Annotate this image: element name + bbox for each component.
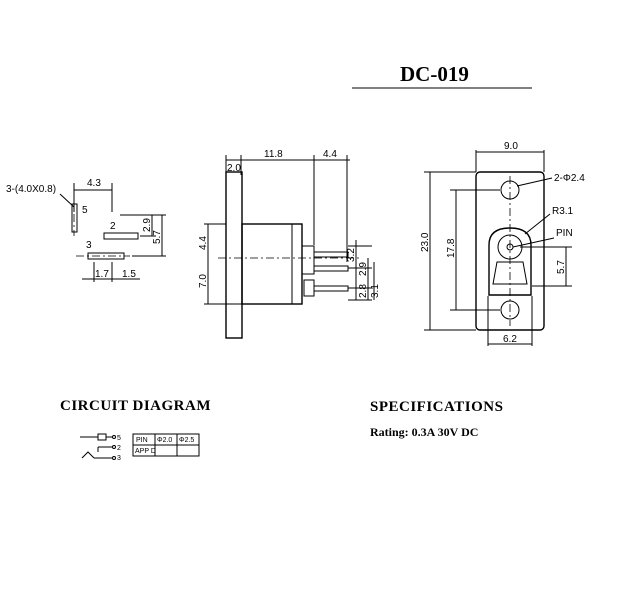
front-plate xyxy=(475,171,545,331)
dim-1-5: 1.5 xyxy=(122,269,136,280)
pin-5-shape xyxy=(71,203,78,233)
specs-heading: SPECIFICATIONS xyxy=(370,399,503,415)
circuit-heading: CIRCUIT DIAGRAM xyxy=(60,398,211,414)
dim-17-8: 17.8 xyxy=(446,238,457,258)
side-pin-mid xyxy=(313,265,349,272)
dim-9-0: 9.0 xyxy=(504,141,518,152)
dim-2-8: 2.8 xyxy=(358,284,369,298)
dim-1-7: 1.7 xyxy=(95,269,109,280)
circuit-pin-5: 5 xyxy=(117,435,121,442)
pin-size-note: 3-(4.0X0.8) xyxy=(6,184,56,195)
dim-2-9-side: 2.9 xyxy=(358,262,369,276)
circuit-diagram: CIRCUIT DIAGRAM 5 2 3 PIN Φ2.0 Φ2.5 APP … xyxy=(60,398,211,462)
dim-23-0: 23.0 xyxy=(420,232,431,252)
pin-label-5: 5 xyxy=(82,205,88,216)
dim-4-4-top: 4.4 xyxy=(323,149,337,160)
pin-label-2: 2 xyxy=(110,221,116,232)
side-view: 2.0 11.8 4.4 4.4 7.0 3.2 2.9 2.8 3.1 xyxy=(198,149,381,339)
table-cell-d25: Φ2.5 xyxy=(179,437,194,444)
table-cell-d20: Φ2.0 xyxy=(157,437,172,444)
table-cell-app: APP D xyxy=(135,448,156,455)
dim-2-9-left: 2.9 xyxy=(142,218,153,232)
dim-5-7-front: 5.7 xyxy=(556,260,567,274)
specifications: SPECIFICATIONS Rating: 0.3A 30V DC xyxy=(370,399,503,439)
pin-2-shape xyxy=(103,232,139,240)
dim-4-4-side: 4.4 xyxy=(198,236,209,250)
dim-3-1: 3.1 xyxy=(370,284,381,298)
side-body xyxy=(241,223,303,305)
radius-callout: R3.1 xyxy=(552,206,574,217)
pin-label-3: 3 xyxy=(86,240,92,251)
dim-4-3: 4.3 xyxy=(87,178,101,189)
pin-layout-view: 3-(4.0X0.8) 4.3 5 2 3 2.9 5.7 1.7 1.5 xyxy=(6,178,166,282)
circuit-pin-3: 3 xyxy=(117,455,121,462)
side-flange xyxy=(225,171,243,339)
dim-11-8: 11.8 xyxy=(264,149,283,160)
dim-3-2: 3.2 xyxy=(346,248,357,262)
dim-7-0: 7.0 xyxy=(198,274,209,288)
hole-callout: 2-Φ2.4 xyxy=(554,173,585,184)
rating-text: Rating: 0.3A 30V DC xyxy=(370,425,478,439)
dim-6-2: 6.2 xyxy=(503,334,517,345)
table-cell-pin: PIN xyxy=(136,437,148,444)
side-pin-bottom xyxy=(313,285,349,292)
front-view: 9.0 2-Φ2.4 R3.1 PIN 23.0 17.8 5.7 xyxy=(420,141,585,346)
pin-callout: PIN xyxy=(556,228,573,239)
circuit-pin-2: 2 xyxy=(117,445,121,452)
part-title: DC-019 xyxy=(400,62,469,86)
side-pin-top xyxy=(313,251,349,258)
dim-2-0: 2.0 xyxy=(227,163,241,174)
side-boss xyxy=(301,245,315,275)
dim-5-7-left: 5.7 xyxy=(152,230,163,244)
jack-outline xyxy=(488,227,532,296)
